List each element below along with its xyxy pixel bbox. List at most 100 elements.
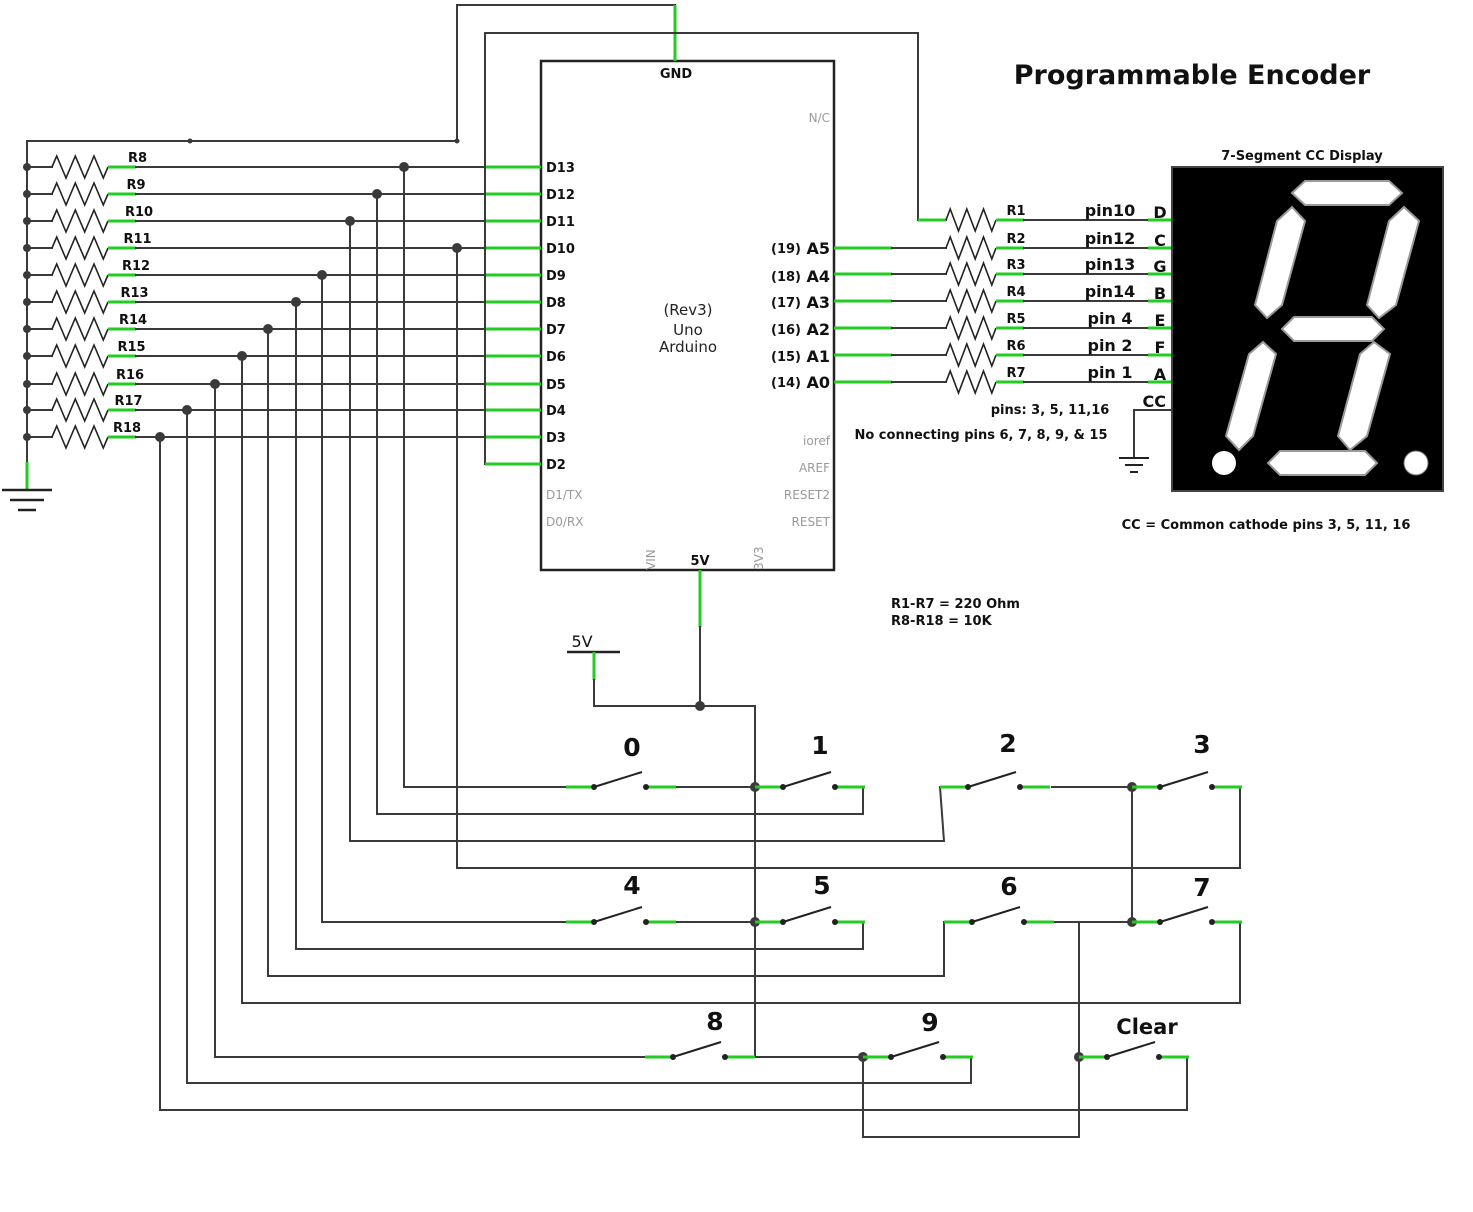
- pin-label-d11: D11: [546, 215, 575, 230]
- resistor-label: R1: [1006, 204, 1025, 219]
- board-rev-label: (Rev3): [663, 301, 712, 319]
- switch-label: 3: [1193, 730, 1210, 759]
- pin-label-d13: D13: [546, 161, 575, 176]
- resistor-label: R10: [125, 205, 153, 220]
- switch-label: Clear: [1116, 1015, 1178, 1039]
- resistor-r14: R14: [23, 313, 541, 343]
- pin-label-a2: A2: [806, 320, 830, 339]
- pin-number-a1: (15): [771, 350, 801, 365]
- display-pin-label: pin 1: [1087, 363, 1132, 382]
- cc-label: CC: [1143, 392, 1166, 411]
- seven-segment-display: 7-Segment CC Display CC pins: 3, 5, 11,1…: [854, 149, 1444, 533]
- reset-pin-label: RESET: [792, 515, 831, 529]
- display-pin-label: pin10: [1085, 201, 1136, 220]
- segment-f: [1253, 205, 1307, 320]
- pin-label-d9: D9: [546, 269, 566, 284]
- resistor-r11: R11: [23, 232, 541, 262]
- pin-label-d8: D8: [546, 296, 566, 311]
- segment-a: [1290, 180, 1404, 206]
- switch-5: 5: [755, 871, 865, 925]
- pin-label-d5: D5: [546, 378, 566, 393]
- display-title: 7-Segment CC Display: [1221, 149, 1383, 164]
- pin-number-a0: (14): [771, 376, 801, 391]
- switch-3: 3: [1132, 730, 1242, 790]
- pin-label-d7: D7: [546, 323, 566, 338]
- board-brand-label: Arduino: [659, 338, 717, 356]
- resistor-r2: R2 pin12 C: [834, 229, 1172, 262]
- switch-4: 4: [566, 871, 676, 925]
- segment-letter-label: F: [1155, 338, 1166, 357]
- diagram-title: Programmable Encoder: [1014, 60, 1371, 91]
- resistor-label: R7: [1006, 366, 1025, 381]
- analog-pin-labels: (19)A5(18)A4(17)A3(16)A2(15)A1(14)A0: [771, 239, 830, 392]
- pin-label-d6: D6: [546, 350, 566, 365]
- switch-label: 0: [623, 733, 640, 762]
- switch-label: 2: [999, 729, 1016, 758]
- switch-9: 9: [863, 1008, 973, 1060]
- switch-8: 8: [645, 1007, 755, 1060]
- resistor-label: R17: [115, 394, 143, 409]
- resistor-label: R14: [119, 313, 147, 328]
- switch-wiring: [159, 166, 1241, 1138]
- resistor-r13: R13: [23, 286, 541, 316]
- pin-label-d2: D2: [546, 458, 566, 473]
- cc-definition-note: CC = Common cathode pins 3, 5, 11, 16: [1122, 518, 1411, 533]
- board-model-label: Uno: [673, 321, 703, 339]
- ioref-pin-label: ioref: [803, 434, 831, 448]
- display-pin-label: pin13: [1085, 255, 1136, 274]
- switch-label: 1: [811, 731, 828, 760]
- vin-pin-label: VIN: [644, 549, 658, 570]
- display-pin-label: pin12: [1085, 229, 1136, 248]
- resistor-label: R15: [118, 340, 146, 355]
- display-pin-label: pin 4: [1087, 309, 1132, 328]
- 5v-pin-label: 5V: [690, 554, 709, 569]
- resistor-label: R18: [113, 421, 141, 436]
- switch-7: 7: [1132, 873, 1242, 925]
- pin-label-a1: A1: [806, 347, 830, 366]
- pin-label-d3: D3: [546, 431, 566, 446]
- switch-label: 7: [1193, 873, 1210, 902]
- resistor-label: R8: [128, 151, 147, 166]
- pin-number-a4: (18): [771, 270, 801, 285]
- switch-label: 4: [623, 871, 640, 900]
- switch-label: 5: [813, 871, 830, 900]
- resistor-r10: R10: [23, 205, 541, 235]
- arduino-board: GND 5V VIN 3V3 N/C ioref AREF RESET2 RES…: [539, 59, 836, 572]
- switch-label: 9: [921, 1008, 938, 1037]
- decimal-point-left: [1212, 451, 1236, 475]
- switch-0: 0: [566, 733, 676, 790]
- segment-e: [1224, 340, 1278, 452]
- nc-pin-label: N/C: [809, 111, 830, 125]
- segment-b: [1365, 205, 1421, 320]
- resistor-label: R11: [124, 232, 152, 247]
- segment-letter-label: D: [1153, 203, 1166, 222]
- d0-pin-label: D0/RX: [546, 515, 583, 529]
- segment-g: [1280, 316, 1386, 342]
- switch-label: 8: [706, 1007, 723, 1036]
- segment-letter-label: G: [1153, 257, 1166, 276]
- aref-pin-label: AREF: [799, 461, 830, 475]
- cc-pins-note: pins: 3, 5, 11,16: [991, 403, 1110, 418]
- switch-1: 1: [755, 731, 865, 790]
- resistor-r1: R1 pin10 D: [945, 201, 1172, 234]
- resistor-label: R2: [1006, 232, 1025, 247]
- gnd-pin-label: GND: [660, 67, 693, 82]
- pin-number-a5: (19): [771, 242, 801, 257]
- resistor-note-10k: R8-R18 = 10K: [891, 614, 993, 629]
- segment-letter-label: B: [1154, 284, 1166, 303]
- display-pin-label: pin14: [1085, 282, 1136, 301]
- segment-letter-label: C: [1154, 231, 1166, 250]
- pin-label-a3: A3: [806, 293, 830, 312]
- resistor-label: R4: [1006, 285, 1025, 300]
- resistor-label: R16: [116, 368, 144, 383]
- pin-label-d10: D10: [546, 242, 575, 257]
- pin-number-a3: (17): [771, 296, 801, 311]
- pin-number-a2: (16): [771, 323, 801, 338]
